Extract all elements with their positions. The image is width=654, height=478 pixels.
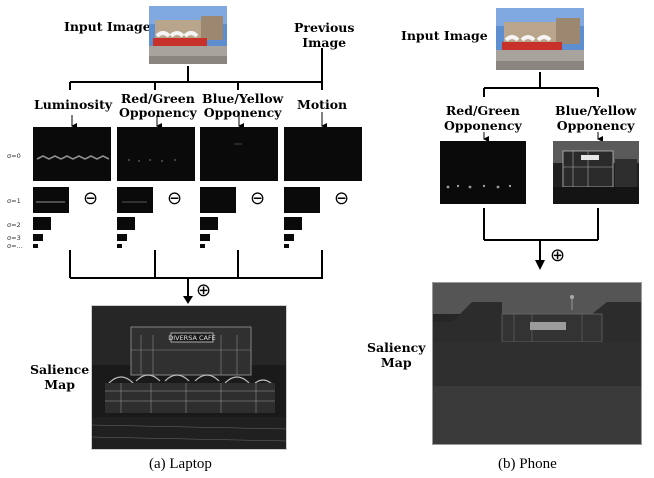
sigma-0-label: σ=0	[7, 152, 21, 160]
motion-map-sigma-0	[284, 127, 362, 181]
luminosity-map-sigma-3	[33, 234, 43, 241]
difference-icon-blue-yellow: ⊖	[250, 188, 266, 209]
motion-map-sigma-n	[284, 244, 289, 248]
laptop-input-label: Input Image	[64, 19, 151, 34]
phone-input-label: Input Image	[401, 28, 488, 43]
motion-map-sigma-3	[284, 234, 294, 241]
phone-red-green-map	[440, 141, 526, 204]
difference-icon-motion: ⊖	[334, 188, 350, 209]
motion-map-sigma-1	[284, 187, 320, 213]
blue-yellow-map-sigma-2	[200, 217, 218, 230]
motion-map-sigma-2	[284, 217, 302, 230]
caption-laptop: (a) Laptop	[149, 456, 212, 472]
laptop-previous-image-label: Previous Image	[294, 20, 355, 50]
red-green-map-sigma-0	[117, 127, 195, 181]
blue-yellow-map-sigma-n	[200, 244, 205, 248]
sigma-n-label: σ=...	[7, 242, 23, 250]
caption-phone: (b) Phone	[498, 456, 557, 472]
red-green-map-sigma-3	[117, 234, 127, 241]
cafe-sign-text: DIVERSA CAFE	[168, 334, 216, 342]
sigma-2-label: σ=2	[7, 221, 21, 229]
phone-saliency-map	[432, 282, 642, 445]
blue-yellow-map-sigma-3	[200, 234, 210, 241]
luminosity-map-sigma-2	[33, 217, 51, 230]
sum-icon-phone: ⊕	[550, 245, 566, 266]
red-green-map-sigma-n	[117, 244, 122, 248]
blue-yellow-map-sigma-0	[200, 127, 278, 181]
channel-label-luminosity: Luminosity	[34, 97, 113, 112]
sum-icon-laptop: ⊕	[196, 280, 212, 301]
laptop-input-image	[149, 6, 227, 64]
red-green-map-sigma-2	[117, 217, 135, 230]
luminosity-map-sigma-1	[33, 187, 69, 213]
luminosity-map-sigma-n	[33, 244, 38, 248]
channel-label-red-green: Red/Green Opponency	[119, 91, 197, 120]
blue-yellow-map-sigma-1	[200, 187, 236, 213]
red-green-map-sigma-1	[117, 187, 153, 213]
channel-label-blue-yellow: Blue/Yellow Opponency	[202, 91, 284, 120]
phone-input-image	[496, 8, 584, 70]
phone-channel-label-red-green: Red/Green Opponency	[444, 103, 522, 133]
phone-saliency-map-label: Saliency Map	[367, 340, 426, 370]
phone-channel-label-blue-yellow: Blue/Yellow Opponency	[555, 103, 637, 133]
phone-blue-yellow-map	[553, 141, 639, 204]
channel-label-motion: Motion	[297, 97, 348, 112]
difference-icon-red-green: ⊖	[167, 188, 183, 209]
sigma-1-label: σ=1	[7, 197, 21, 205]
luminosity-map-sigma-0	[33, 127, 111, 181]
sigma-3-label: σ=3	[7, 234, 21, 242]
laptop-salience-map-label: Salience Map	[30, 362, 90, 392]
difference-icon-luminosity: ⊖	[83, 188, 99, 209]
laptop-salience-map: DIVERSA CAFE	[91, 305, 287, 450]
